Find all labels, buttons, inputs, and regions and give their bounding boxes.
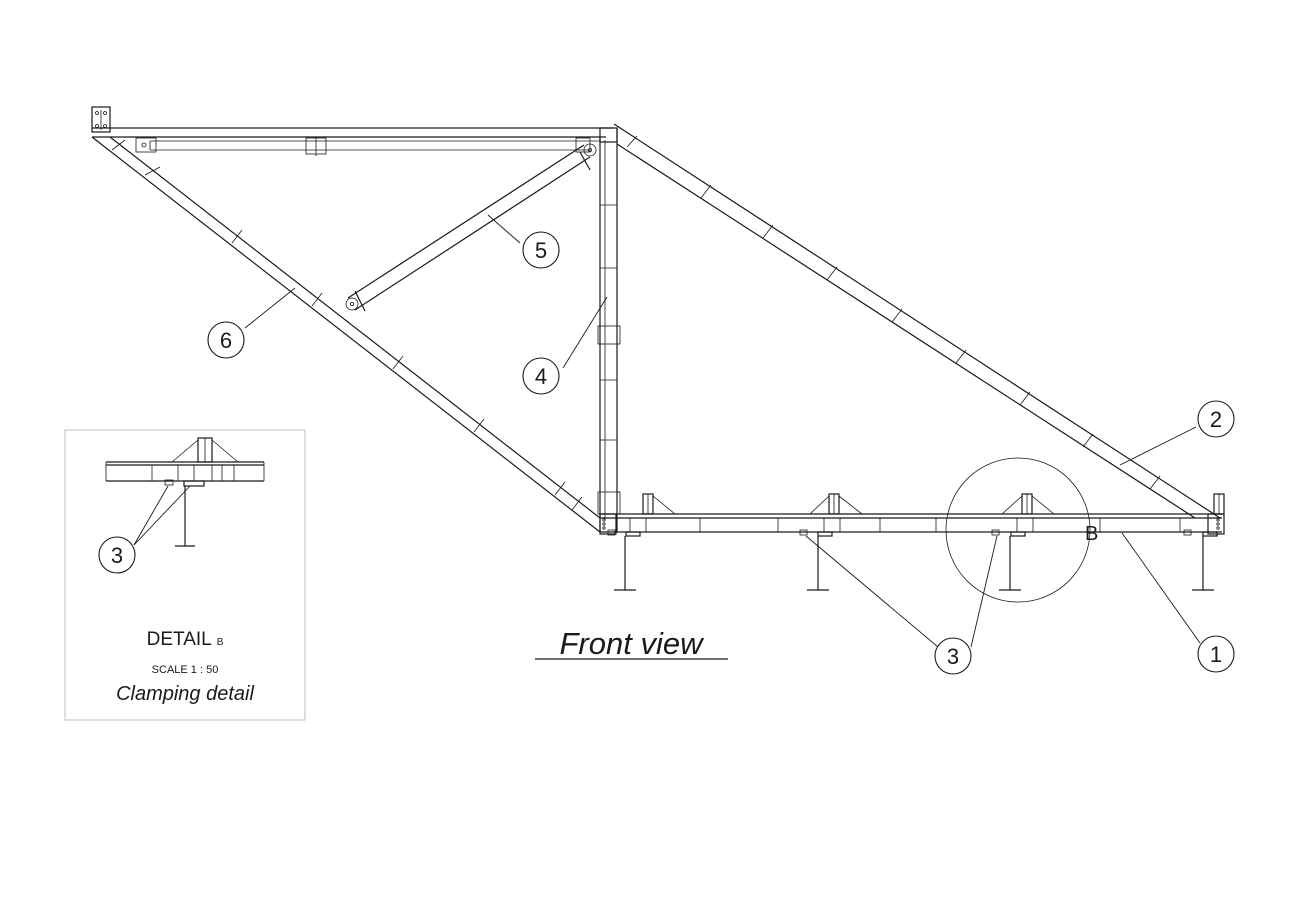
view-title: Front view [560,626,706,661]
bottom-gussets [629,493,1055,533]
balloon-4: 4 [522,357,560,395]
bottom-beam [599,493,1225,535]
right-diagonal-member [613,123,1221,519]
svg-text:3: 3 [111,543,123,568]
svg-text:2: 2 [1210,407,1222,432]
section-marker: B [1085,523,1098,545]
svg-text:4: 4 [535,364,547,389]
strut [345,137,597,312]
left-diagonal-member [91,136,601,533]
svg-text:1: 1 [1210,642,1222,667]
top-beam [91,106,614,156]
legs [614,536,1214,591]
balloon-1: 1 [1197,635,1235,673]
detail-caption: Clamping detail [116,683,254,705]
detail-b-circle [945,457,1091,603]
balloon-5: 5 [522,231,560,269]
svg-text:5: 5 [535,238,547,263]
vertical-post [597,127,621,532]
detail-balloon-3: 3 [98,536,136,574]
balloon-2: 2 [1197,400,1235,438]
leaders [244,214,1201,648]
svg-text:3: 3 [947,644,959,669]
clamps [607,529,1218,537]
svg-text:6: 6 [220,328,232,353]
detail-scale: SCALE 1 : 50 [152,664,219,676]
balloon-3: 3 [934,637,972,675]
detail-b-panel [64,429,306,721]
balloon-6: 6 [207,321,245,359]
